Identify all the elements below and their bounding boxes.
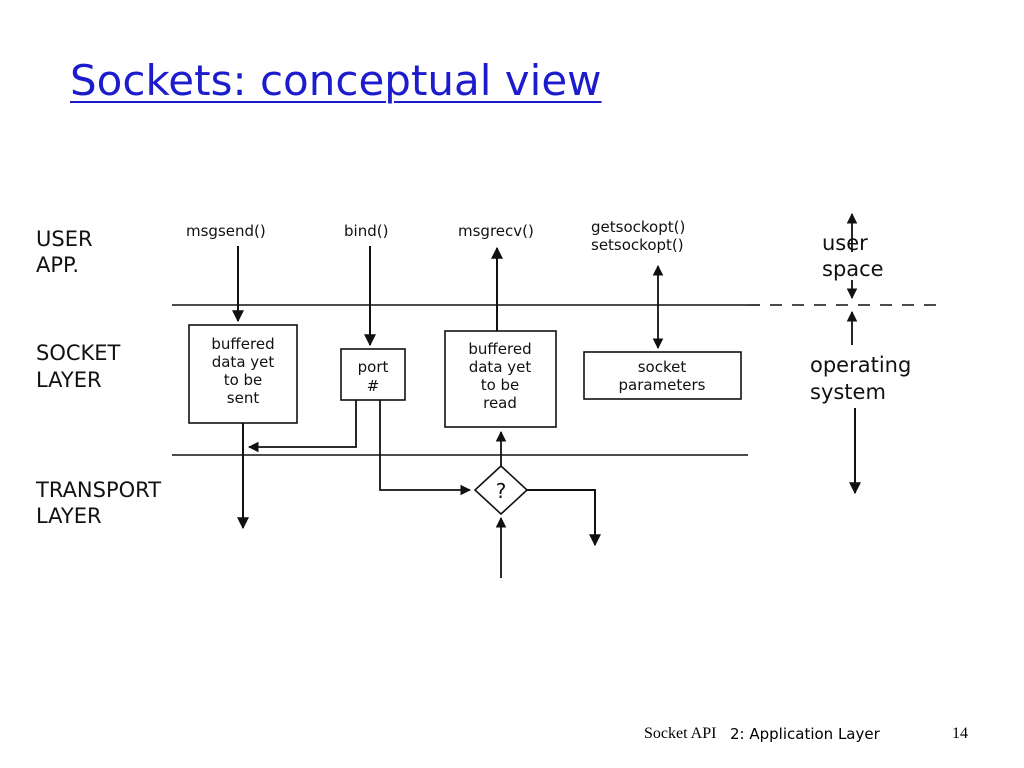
slide-title: Sockets: conceptual view bbox=[70, 56, 602, 105]
footer-chapter: 2: Application Layer bbox=[730, 725, 880, 743]
footer-source: Socket API bbox=[644, 725, 717, 742]
layer-label-socket-1: SOCKET bbox=[36, 341, 121, 365]
user-space-label-2: space bbox=[822, 257, 884, 281]
socket-parameters-label-1: socket bbox=[638, 358, 687, 376]
port-box bbox=[340, 348, 406, 401]
func-label-msgrecv: msgrecv() bbox=[458, 222, 534, 240]
socket-parameters-box bbox=[583, 351, 742, 400]
recv-buffer-label-4: read bbox=[483, 394, 517, 412]
user-space-label-1: user bbox=[822, 231, 868, 255]
send-buffer-label-3: to be bbox=[224, 371, 263, 389]
layer-label-transport-1: TRANSPORT bbox=[35, 478, 161, 502]
demux-forward-arrow bbox=[527, 489, 601, 547]
func-label-bind: bind() bbox=[344, 222, 388, 240]
operating-system-label-2: system bbox=[810, 380, 886, 404]
recv-buffer-label-3: to be bbox=[481, 376, 520, 394]
send-buffer-label-1: buffered bbox=[211, 335, 274, 353]
send-buffer-label-2: data yet bbox=[212, 353, 275, 371]
port-to-demux-arrow bbox=[379, 400, 472, 496]
socket-parameters-label-2: parameters bbox=[618, 376, 705, 394]
send-buffer-label-4: sent bbox=[227, 389, 260, 407]
func-label-msgsend: msgsend() bbox=[186, 222, 266, 240]
footer-page-number: 14 bbox=[952, 725, 968, 742]
demux-label: ? bbox=[496, 479, 507, 503]
port-label-2: # bbox=[367, 377, 380, 395]
layer-label-transport-2: LAYER bbox=[36, 504, 102, 528]
recv-buffer-label-2: data yet bbox=[469, 358, 532, 376]
recv-buffer-box bbox=[444, 330, 557, 428]
operating-system-label-1: operating bbox=[810, 353, 911, 377]
port-label-1: port bbox=[358, 358, 389, 376]
layer-label-user-app-2: APP. bbox=[36, 253, 79, 277]
func-label-getsockopt: getsockopt() bbox=[591, 218, 685, 236]
recv-buffer-label-1: buffered bbox=[468, 340, 531, 358]
func-label-setsockopt: setsockopt() bbox=[591, 236, 684, 254]
port-to-send-arrow bbox=[247, 400, 357, 453]
layer-label-user-app-1: USER bbox=[36, 227, 93, 251]
layer-label-socket-2: LAYER bbox=[36, 368, 102, 392]
demux-diamond bbox=[473, 464, 529, 516]
